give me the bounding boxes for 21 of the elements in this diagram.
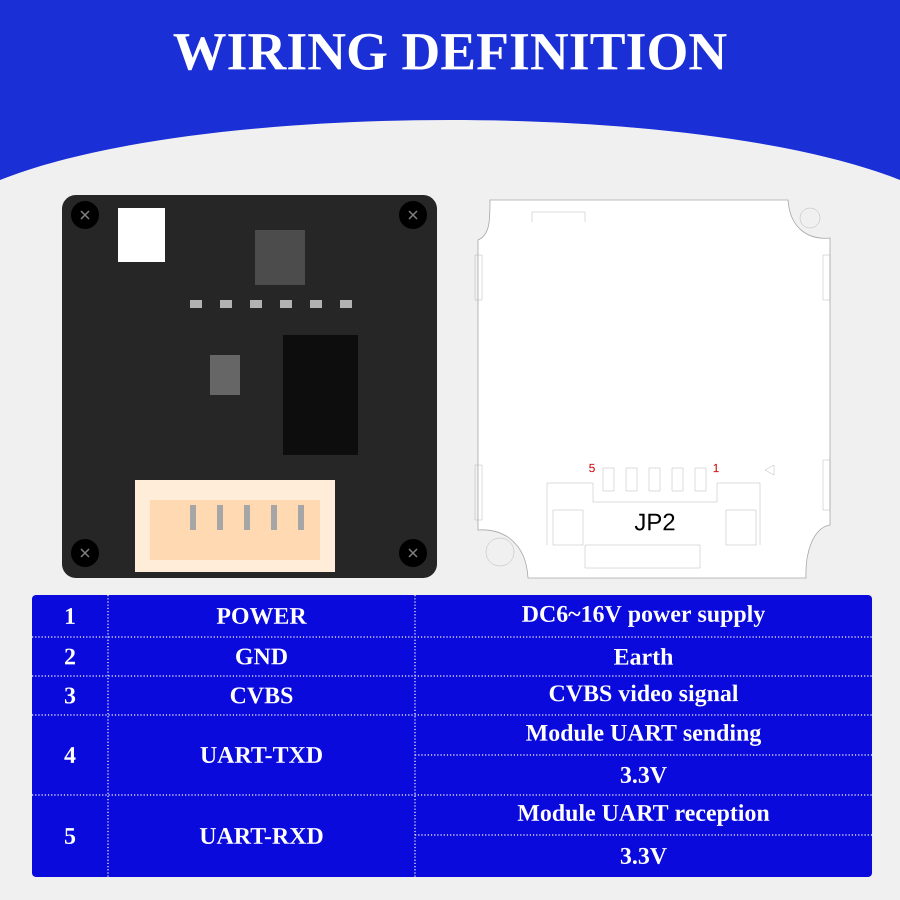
pin-number: 5: [589, 464, 595, 472]
table-cell: UART-RXD: [200, 828, 323, 844]
table-cell: CVBS: [230, 687, 292, 704]
table-cell: 5: [64, 828, 76, 844]
table-cell: 3.3V: [620, 766, 667, 784]
table-cell: POWER: [216, 608, 307, 624]
table-cell: 3: [64, 687, 76, 704]
table-cell: DC6~16V power supply: [522, 605, 766, 627]
pin-number: 1: [714, 464, 719, 472]
table-cell: 4: [64, 747, 76, 763]
table-cell: Module UART sending: [526, 724, 762, 746]
table-cell: Earth: [614, 648, 674, 665]
table-cell: 1: [66, 608, 75, 624]
table-cell: Module UART reception: [518, 804, 770, 826]
table-cell: 3.3V: [620, 848, 667, 864]
title: WIRING DEFINITION: [174, 34, 726, 70]
table-cell: UART-TXD: [200, 747, 322, 763]
connector-label: JP2: [634, 514, 674, 530]
table-cell: CVBS video signal: [550, 684, 738, 706]
table-cell: 2: [65, 648, 75, 664]
table-cell: GND: [236, 648, 287, 665]
